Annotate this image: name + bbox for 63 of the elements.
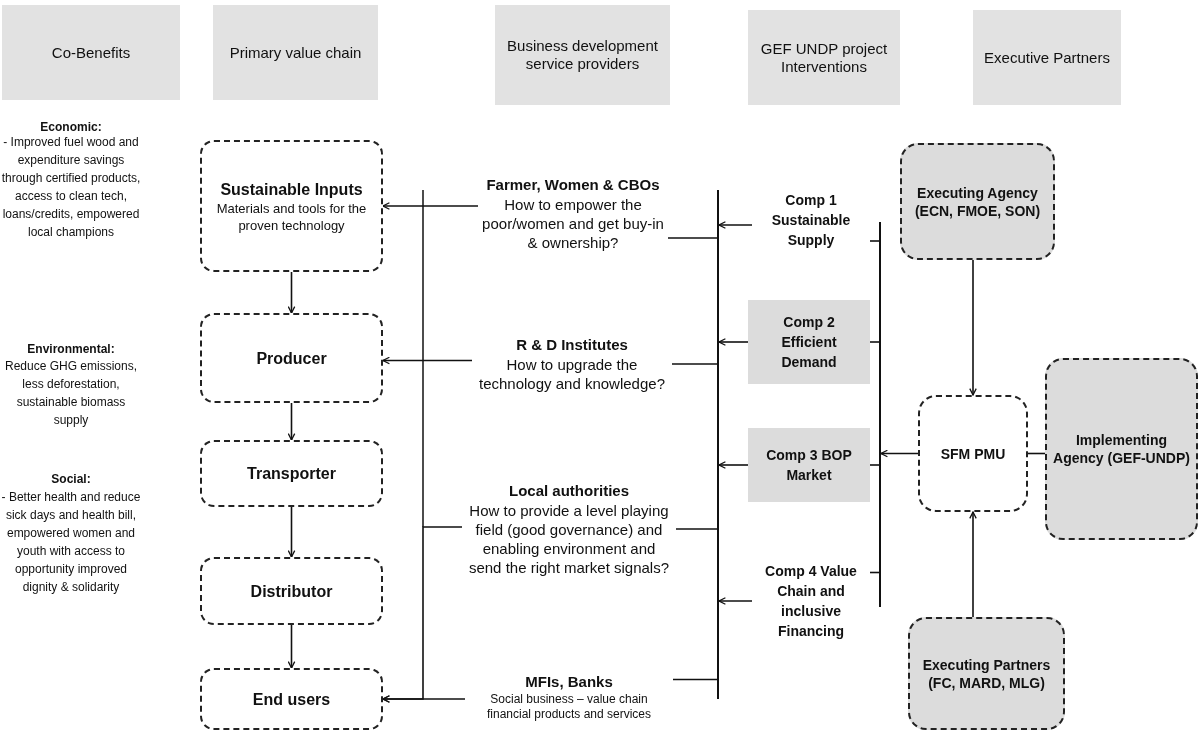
- component-title: Comp 1 Sustainable Supply: [770, 191, 852, 250]
- arrow: [718, 221, 753, 229]
- process-box: [200, 140, 383, 272]
- provider-question: How to upgrade the technology and knowledge?: [478, 355, 666, 393]
- column-header-band: [2, 5, 180, 100]
- component-band: [748, 300, 870, 384]
- arrow: [382, 695, 466, 703]
- provider-heading: Farmer, Women & CBOs: [486, 174, 660, 195]
- box-heading: Transporter: [247, 464, 336, 484]
- arrow: [718, 597, 753, 605]
- provider-question: Social business – value chain financial products and services: [485, 692, 653, 722]
- benefit-text: Reduce GHG emissions, less deforestation, sustainable biomass supply: [3, 358, 138, 429]
- column-header-text: Business development service providers: [506, 37, 659, 73]
- arrow: [287, 271, 296, 314]
- column-header-band: [495, 5, 670, 105]
- component-band: [748, 428, 870, 502]
- arrow: [287, 624, 296, 669]
- column-header-band: [748, 10, 900, 105]
- arrow: [382, 356, 473, 365]
- process-box: [200, 313, 383, 403]
- column-header-text: Executive Partners: [984, 48, 1110, 67]
- provider-heading: Local authorities: [509, 481, 629, 501]
- partner-title: Executing Partners (FC, MARD, MLG): [921, 655, 1052, 692]
- benefit-heading: Environmental:: [26, 341, 116, 358]
- arrow: [287, 402, 296, 441]
- provider-heading: MFIs, Banks: [525, 672, 613, 692]
- box-heading: Producer: [256, 348, 327, 369]
- partner-box: [1045, 358, 1198, 540]
- column-header-text: GEF UNDP project Interventions: [759, 39, 889, 76]
- box-heading: End users: [252, 689, 331, 710]
- column-header-text: Primary value chain: [229, 43, 362, 62]
- arrow: [969, 259, 977, 396]
- arrow: [969, 511, 977, 618]
- provider-question: How to empower the poor/women and get buy-in & ownership?: [482, 194, 664, 252]
- process-box: [200, 440, 383, 507]
- arrow: [382, 202, 479, 210]
- box-heading: Sustainable Inputs: [220, 179, 363, 200]
- benefit-text: - Better health and reduce sick days and health bill, empowered women and youth with access to opportunity improved dignity & solidarity: [0, 489, 142, 596]
- arrow: [880, 449, 919, 458]
- partner-title: Executing Agency (ECN, FMOE, SON): [913, 183, 1042, 220]
- benefit-heading: Economic:: [39, 119, 103, 136]
- partner-box: [900, 143, 1055, 260]
- partner-title: SFM PMU: [940, 444, 1006, 463]
- arrow: [718, 338, 749, 346]
- benefit-heading: Social:: [50, 471, 92, 488]
- box-heading: Distributor: [250, 581, 333, 602]
- arrow: [287, 506, 296, 558]
- component-title: Comp 3 BOP Market: [765, 446, 853, 485]
- process-box: [200, 557, 383, 625]
- component-title: Comp 4 Value Chain and inclusive Financing: [764, 562, 858, 641]
- component-title: Comp 2 Efficient Demand: [780, 313, 838, 372]
- arrow: [718, 461, 749, 469]
- partner-box: [908, 617, 1065, 730]
- partner-box: [918, 395, 1028, 512]
- provider-question: How to provide a level playing field (good governance) and enabling environment and send the right market signals?: [467, 501, 671, 577]
- column-header-band: [973, 10, 1121, 105]
- column-header-band: [213, 5, 378, 100]
- partner-title: Implementing Agency (GEF-UNDP): [1052, 431, 1191, 467]
- column-header-text: Co-Benefits: [51, 43, 131, 62]
- provider-heading: R & D Institutes: [516, 335, 628, 355]
- box-description: Materials and tools for the proven technology: [215, 199, 368, 234]
- benefit-text: - Improved fuel wood and expenditure savings through certified products, access to clean tech, loans/credits, empowered local champions: [0, 134, 142, 241]
- process-box: [200, 668, 383, 730]
